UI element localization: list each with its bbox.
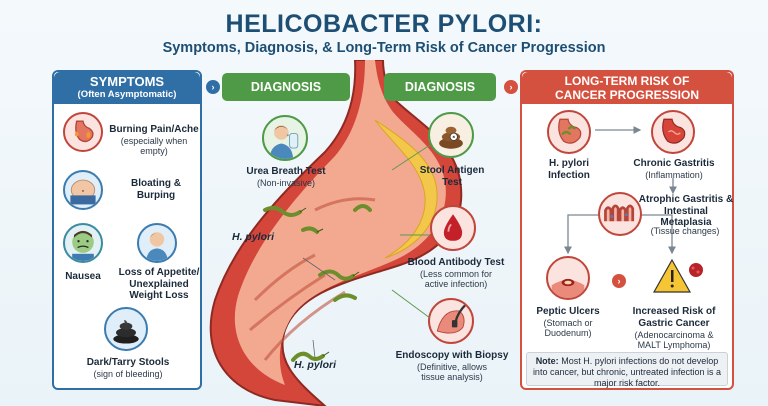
infected-stomach-icon [547,110,591,154]
diagnosis-sublabel: (Less common for active infection) [419,269,493,290]
h-pylori-label: H. pylori [232,231,275,243]
symptom-label: Burning Pain/Ache [109,124,199,135]
risk-stage-sublabel: (Adenocarcinoma & MALT Lymphoma) [634,330,714,351]
blood-drop-icon [430,205,476,251]
risk-header-line2: CANCER PROGRESSION [554,87,700,102]
stomach-pain-icon [63,112,103,152]
diagnosis-label: Urea Breath Test [246,166,326,177]
symptom-label: Dark/Tarry Stools [86,357,170,368]
symptom-label: Nausea [65,271,101,282]
warning-cancer-icon [652,256,703,296]
risk-stage-label: Peptic Ulcers [536,306,600,317]
risk-stage-label: Increased Risk of Gastric Cancer [632,306,716,329]
risk-note: Note: Most H. pylori infections do not d… [526,352,728,388]
symptoms-header-title: SYMPTOMS [89,74,165,89]
risk-stage-label: H. pylori Infection [548,158,590,181]
risk-stage-sublabel: (Tissue changes) [650,226,720,236]
diagnosis-label: Blood Antibody Test [407,257,505,268]
diagnosis-sublabel: (Non-invasive) [256,178,316,188]
endoscope-icon [428,298,474,344]
risk-header: LONG-TERM RISK OF CANCER PROGRESSION [522,72,732,104]
intestinal-tissue-icon [598,192,642,236]
risk-header-line1: LONG-TERM RISK OF [564,74,690,88]
ulcer-icon [546,256,590,300]
risk-stage-sublabel: (Inflammation) [645,170,703,180]
note-text: Most H. pylori infections do not develop… [532,356,722,388]
diagnosis-left-header: DIAGNOSIS [222,73,350,101]
page-title: HELICOBACTER PYLORI: [225,10,543,38]
diagnosis-right-header: DIAGNOSIS [384,73,496,101]
dark-stool-icon [104,307,148,351]
stomach-illustration [209,60,463,406]
chevron-right-icon: › [612,274,626,288]
breath-test-icon [262,115,308,161]
diagnosis-sublabel: (Definitive, allows tissue analysis) [416,362,488,383]
person-icon [137,223,177,263]
risk-stage-sublabel: (Stomach or Duodenum) [543,318,593,339]
symptom-label: Loss of Appetite/ Unexplained Weight Los… [118,267,200,301]
inflamed-stomach-icon [651,110,695,154]
risk-stage-label: Atrophic Gastritis & Intestinal Metaplas… [638,194,734,228]
diagnosis-label: Stool Antigen Test [419,165,485,188]
nauseous-face-icon [63,223,103,263]
chevron-right-icon: › [206,80,220,94]
symptoms-header-subtitle: (Often Asymptomatic) [77,88,177,100]
stool-sample-icon [428,112,474,158]
page-subtitle: Symptoms, Diagnosis, & Long-Term Risk of… [162,40,606,56]
diagnosis-label: Endoscopy with Biopsy [395,350,509,361]
symptom-sublabel: (sign of bleeding) [93,369,163,379]
bloated-belly-icon [63,170,103,210]
symptom-sublabel: (especially when empty) [120,136,188,157]
symptom-label: Bloating & Burping [131,178,181,201]
risk-stage-label: Chronic Gastritis [633,158,715,169]
note-bold-label: Note: [535,356,559,366]
symptoms-header: SYMPTOMS (Often Asymptomatic) [54,72,200,104]
chevron-right-icon: › [504,80,518,94]
h-pylori-label: H. pylori [294,359,337,371]
